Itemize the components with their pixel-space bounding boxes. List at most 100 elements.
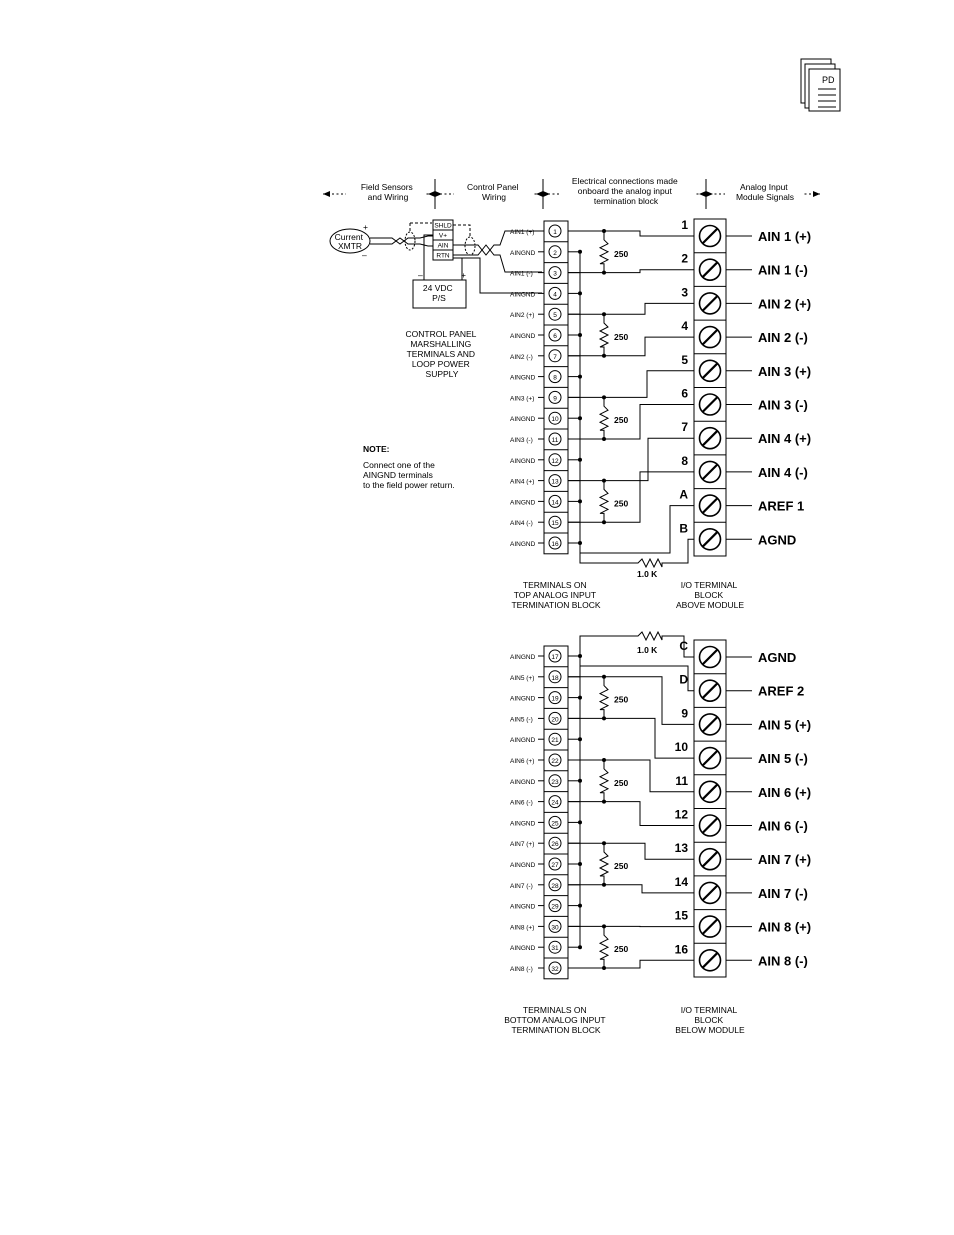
- terminal-26: [548, 836, 562, 850]
- junction-dot: [578, 945, 582, 950]
- terminal-label: AINGND: [510, 291, 536, 298]
- signal-label: AIN 3 (+): [758, 364, 811, 379]
- screw-slot: [702, 817, 718, 834]
- terminal-19: [548, 691, 562, 705]
- junction-dot: [578, 249, 582, 254]
- shunt-resistor-value: 250: [614, 778, 628, 788]
- panel-terminal-rtn: RTN: [436, 253, 450, 260]
- signal-wire: [604, 302, 694, 315]
- agnd-wire: [680, 538, 694, 564]
- bottom-io-caption: BLOCK: [694, 1015, 723, 1025]
- terminal-number: 11: [552, 437, 559, 444]
- signal-label: AIN 1 (-): [758, 263, 808, 278]
- screw-slot: [702, 497, 718, 514]
- terminal-number: 6: [553, 333, 557, 340]
- panel-terminal-vplus: V+: [439, 233, 447, 240]
- top-captions: TERMINALS ON TOP ANALOG INPUT TERMINATIO…: [511, 580, 744, 610]
- svg-text:TERMINALS ON TOP ANALOG: TERMINALS ON TOP ANALOG INPUT TERMINATIO…: [511, 580, 600, 610]
- bottom-terminals-caption: TERMINALS ON: [523, 1005, 587, 1015]
- terminal-number: 13: [551, 479, 559, 486]
- junction-dot: [578, 695, 582, 700]
- signal-wire: [604, 404, 694, 440]
- io-terminal-id: 15: [675, 909, 689, 923]
- terminal-7: [548, 349, 562, 363]
- screw-slot: [702, 464, 718, 480]
- terminal-label: AIN1 (-): [510, 271, 533, 278]
- bottom-terminals-caption: BOTTOM ANALOG INPUT: [504, 1015, 605, 1025]
- terminal-label: AINGND: [510, 904, 536, 911]
- terminal-number: 3: [553, 271, 557, 278]
- field-section-label: and Wiring: [368, 192, 409, 202]
- ground-resistor-value: 1.0 K: [637, 569, 658, 579]
- agnd-wire: [680, 635, 694, 658]
- io-terminal-id: 5: [681, 353, 688, 367]
- shunt-resistor: [598, 480, 610, 523]
- ground-resistor-value: 1.0 K: [637, 645, 658, 655]
- aref-wire: [580, 665, 694, 692]
- supply-minus: –: [418, 270, 423, 280]
- terminal-number: 16: [551, 541, 559, 548]
- transmitter-label: XMTR: [338, 241, 362, 251]
- svg-text:CONTROL PANEL MARSHALLIN: CONTROL PANEL MARSHALLING TERMINALS AND …: [406, 329, 479, 379]
- marshalling-caption: CONTROL PANEL: [406, 329, 477, 339]
- signal-wire: [604, 269, 694, 274]
- terminal-label: AIN5 (-): [510, 716, 533, 723]
- signal-wire: [604, 959, 694, 969]
- svg-text:TERMINALS ON BOTTOM ANAL: TERMINALS ON BOTTOM ANALOG INPUT TERMINA…: [504, 1005, 608, 1035]
- junction-dot: [578, 737, 582, 742]
- screw-slot: [702, 649, 718, 665]
- transmitter-plus: +: [363, 222, 368, 232]
- top-terminals-caption: TOP ANALOG INPUT: [514, 590, 596, 600]
- terminal-label: AIN8 (+): [510, 924, 534, 931]
- svg-text:Electrical connections made: Electrical connections made onboard the …: [572, 176, 680, 206]
- terminal-3: [548, 266, 562, 280]
- control-section-label: Control Panel: [467, 182, 519, 192]
- shunt-resistor-value: 250: [614, 944, 628, 954]
- panel-terminal-strip: SHLD V+ AIN RTN: [432, 219, 454, 261]
- terminal-number: 9: [553, 395, 557, 402]
- terminal-21: [548, 732, 562, 746]
- terminal-label: AIN2 (-): [510, 354, 533, 361]
- terminal-label: AIN6 (-): [510, 800, 533, 807]
- terminal-label: AINGND: [510, 541, 536, 548]
- ground-resistor: [620, 557, 680, 569]
- screw-slot: [702, 918, 718, 935]
- terminal-label: AIN1 (+): [510, 229, 534, 236]
- terminal-22: [548, 753, 562, 767]
- terminal-number: 25: [551, 820, 559, 827]
- pd-document-icon: PD: [800, 58, 841, 112]
- screw-slot: [702, 750, 718, 766]
- top-io-caption: ABOVE MODULE: [676, 600, 744, 610]
- onboard-section-label: termination block: [594, 196, 659, 206]
- terminal-20: [548, 711, 562, 725]
- ground-resistor: [620, 630, 680, 642]
- terminal-number: 21: [551, 737, 559, 744]
- terminal-17: [548, 649, 562, 663]
- terminal-number: 15: [551, 520, 559, 527]
- terminal-1: [548, 224, 562, 238]
- junction-dot: [578, 903, 582, 908]
- terminal-number: 12: [551, 458, 559, 465]
- terminal-label: AINGND: [510, 862, 536, 869]
- terminal-label: AINGND: [510, 375, 536, 382]
- screw-slot: [702, 396, 718, 413]
- junction-dot: [578, 778, 582, 783]
- terminal-31: [548, 940, 562, 954]
- terminal-label: AINGND: [510, 333, 536, 340]
- signal-wire: [604, 370, 694, 398]
- screw-slot: [702, 430, 718, 446]
- signal-label: AIN 2 (+): [758, 296, 811, 311]
- section-header: Field Sensors and Wiring Control Panel W…: [323, 176, 820, 209]
- shunt-resistor-value: 250: [614, 415, 628, 425]
- io-terminal-id: A: [679, 488, 688, 502]
- marshalling-caption: TERMINALS AND: [407, 349, 476, 359]
- terminal-5: [548, 307, 562, 321]
- module-section-label: Module Signals: [736, 192, 794, 202]
- bottom-io-caption: BELOW MODULE: [675, 1025, 745, 1035]
- terminal-label: AINGND: [510, 416, 536, 423]
- terminal-6: [548, 328, 562, 342]
- terminal-number: 31: [551, 945, 559, 952]
- signal-wire: [604, 437, 694, 482]
